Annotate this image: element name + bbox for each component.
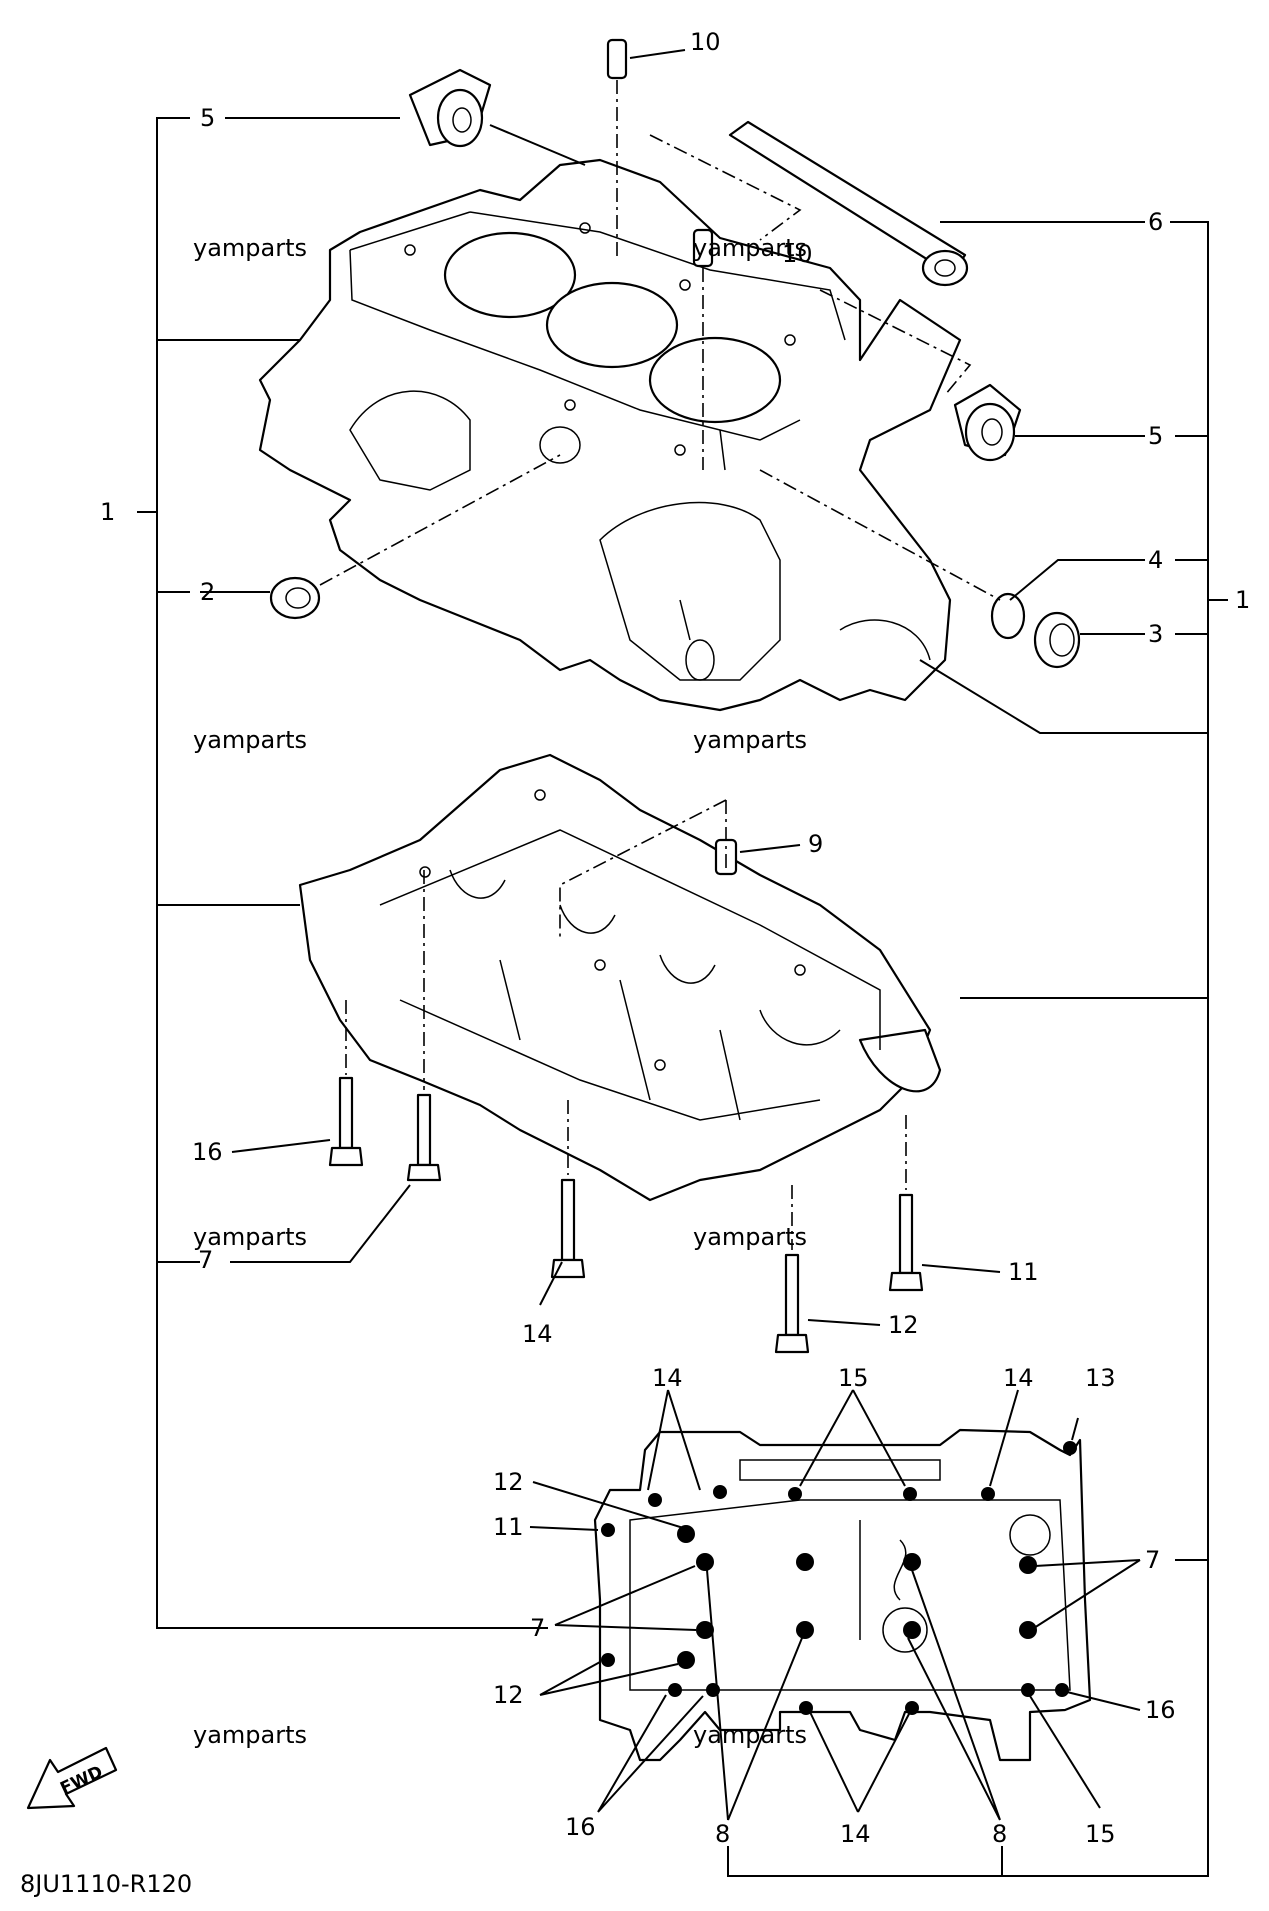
- bolt-part-11: [888, 1115, 924, 1292]
- callout-12-a: 12: [888, 1311, 919, 1339]
- callout-6: 6: [1148, 208, 1163, 236]
- callout-15-a: 15: [838, 1364, 869, 1392]
- watermark-6: yamparts: [693, 1223, 807, 1251]
- plug-part-2: [269, 454, 561, 620]
- fwd-arrow-icon: FWD: [26, 1746, 118, 1810]
- watermark-8: yamparts: [693, 1721, 807, 1749]
- bolt-part-12: [774, 1185, 810, 1354]
- dowel-pin-part-9: [559, 799, 738, 940]
- callout-14-b: 14: [652, 1364, 683, 1392]
- o-ring-part-4: [759, 469, 1026, 640]
- cap-part-3: [1033, 611, 1081, 669]
- assembly-bracket-left: [137, 117, 548, 1629]
- assembly-bracket-right: [727, 221, 1228, 1877]
- callout-12-b: 12: [493, 1468, 524, 1496]
- callout-labels: 10 5 6 10 5 1 4 2 1 3 9 16 7 11 12 14 14…: [100, 28, 1250, 1848]
- callout-10-top: 10: [690, 28, 721, 56]
- callout-12-c: 12: [493, 1681, 524, 1709]
- callout-16-a: 16: [192, 1138, 223, 1166]
- callout-7-left: 7: [198, 1246, 213, 1274]
- watermark-1: yamparts: [193, 234, 307, 262]
- callout-2: 2: [200, 578, 215, 606]
- bush-part-5-top: [408, 68, 586, 166]
- bolt-tightening-pattern: [593, 1428, 1092, 1762]
- callout-5-right: 5: [1148, 422, 1163, 450]
- callout-16-b: 16: [565, 1813, 596, 1841]
- drawing-code: 8JU1110-R120: [20, 1870, 192, 1898]
- callout-13: 13: [1085, 1364, 1116, 1392]
- watermarks: yamparts yamparts yamparts yamparts yamp…: [193, 234, 807, 1749]
- callout-3: 3: [1148, 620, 1163, 648]
- watermark-3: yamparts: [193, 726, 307, 754]
- bolt-part-7: [406, 870, 442, 1182]
- callout-7-mid: 7: [530, 1614, 545, 1642]
- callout-1-left: 1: [100, 498, 115, 526]
- callout-11-b: 11: [493, 1513, 524, 1541]
- callout-8-a: 8: [715, 1820, 730, 1848]
- watermark-7: yamparts: [193, 1721, 307, 1749]
- upper-crankcase: [258, 158, 962, 712]
- callout-5-top: 5: [200, 104, 215, 132]
- shaft-part-6: [649, 120, 972, 396]
- callout-1-right: 1: [1235, 586, 1250, 614]
- dowel-pin-part-10-top: [606, 38, 628, 260]
- bolt-part-16: [328, 1000, 364, 1167]
- callout-10-mid: 10: [782, 240, 813, 268]
- callout-14-d: 14: [840, 1820, 871, 1848]
- watermark-5: yamparts: [193, 1223, 307, 1251]
- callout-7-right: 7: [1145, 1546, 1160, 1574]
- leader-lines: [200, 49, 1145, 1821]
- callout-9: 9: [808, 830, 823, 858]
- callout-14-a: 14: [522, 1320, 553, 1348]
- callout-8-b: 8: [992, 1820, 1007, 1848]
- callout-11-a: 11: [1008, 1258, 1039, 1286]
- watermark-2: yamparts: [693, 234, 807, 262]
- callout-14-c: 14: [1003, 1364, 1034, 1392]
- bush-part-5-right: [953, 383, 1022, 462]
- watermark-4: yamparts: [693, 726, 807, 754]
- dowel-pin-part-10-mid: [692, 228, 714, 470]
- callout-15-b: 15: [1085, 1820, 1116, 1848]
- bolt-part-14: [550, 1100, 586, 1279]
- callout-16-c: 16: [1145, 1696, 1176, 1724]
- callout-4: 4: [1148, 546, 1163, 574]
- lower-crankcase: [298, 753, 942, 1202]
